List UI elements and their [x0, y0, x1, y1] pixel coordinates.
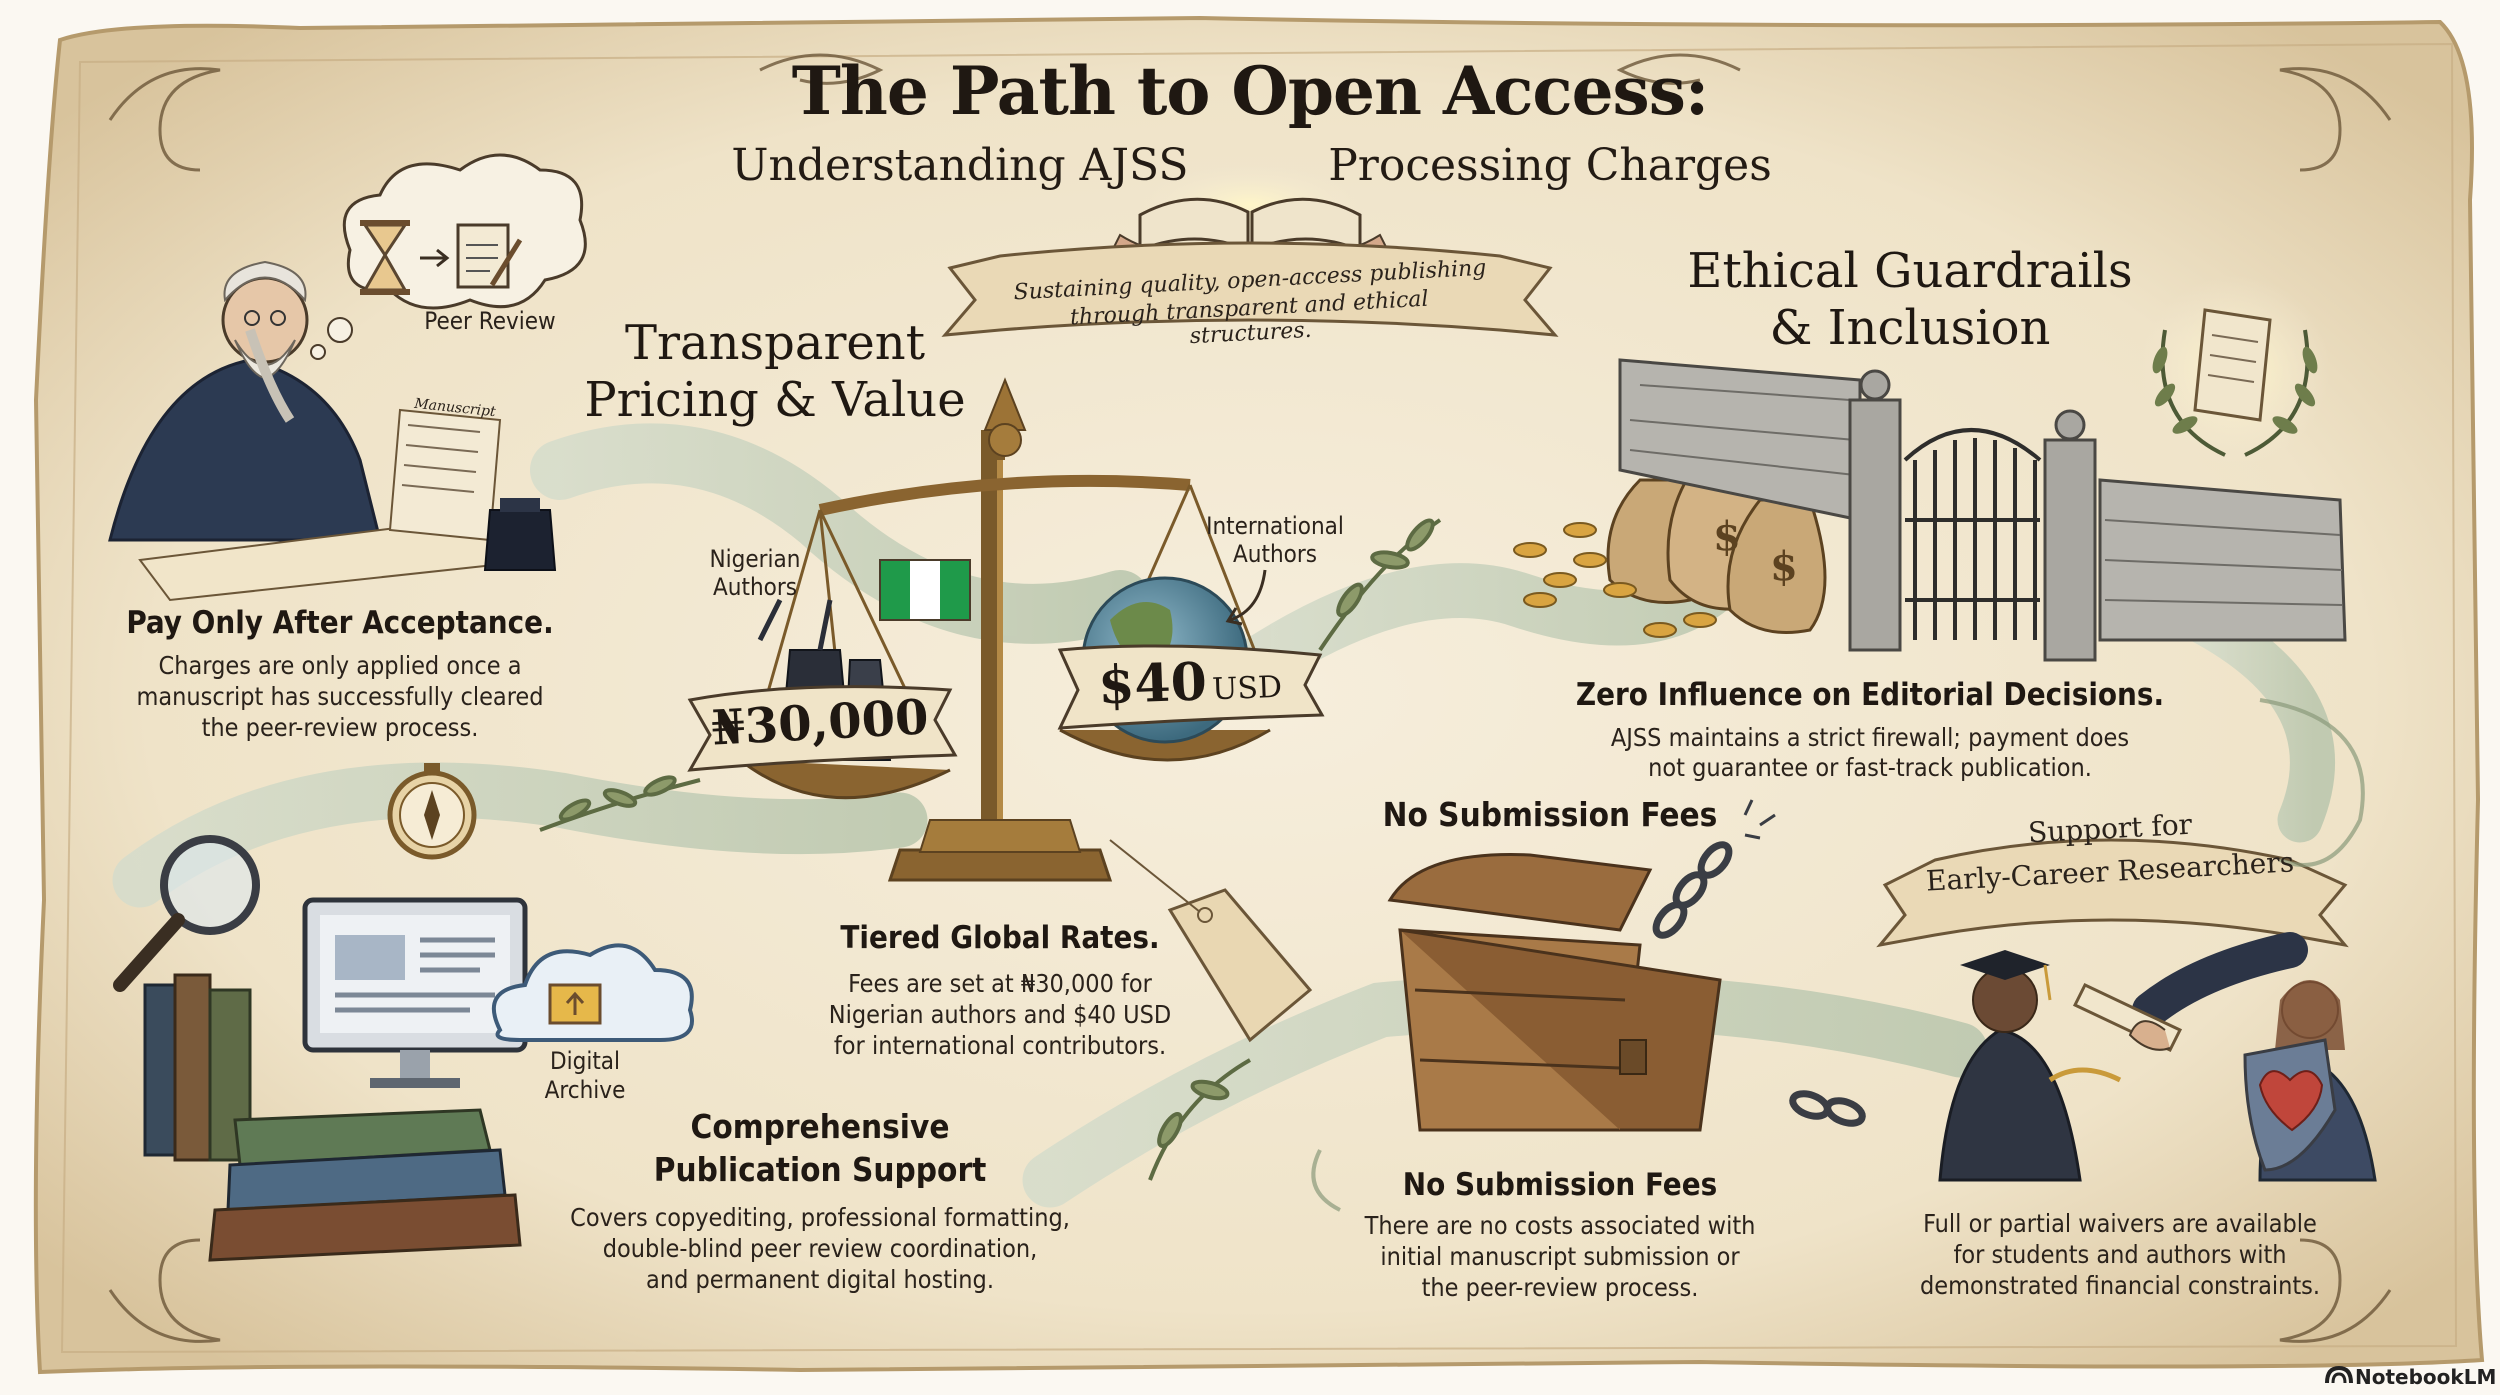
scholar-illustration — [108, 260, 544, 602]
block-heading: Tiered Global Rates. — [840, 920, 1160, 956]
usd-unit: USD — [1211, 669, 1283, 708]
treasure-chest-icon — [1387, 853, 1722, 1132]
block-heading: Zero Influence on Editorial Decisions. — [1575, 677, 2165, 713]
compass-icon — [387, 763, 477, 860]
block-line: manuscript has successfully cleared — [136, 682, 544, 711]
page-title: The Path to Open Access: — [791, 52, 1709, 130]
usd-amount: $40 — [1097, 651, 1208, 717]
international-authors-label: International — [1206, 512, 1344, 540]
block-line: There are no costs associated with — [1364, 1211, 1756, 1240]
usd-price: $40 USD — [1074, 648, 1306, 717]
digital-archive-label: Digital — [549, 1047, 621, 1075]
scroll-icon — [2193, 308, 2272, 422]
block-heading: Comprehensive — [690, 1107, 950, 1146]
usd-price-banner — [1057, 644, 1325, 730]
scales-of-justice-icon — [739, 377, 1272, 882]
ngn-price-banner — [687, 685, 958, 772]
cloud-folder-icon — [491, 943, 694, 1042]
nigerian-authors-label-2: Authors — [713, 573, 797, 601]
block-line: for students and authors with — [1953, 1240, 2287, 1269]
iron-gate-icon — [1903, 428, 2042, 640]
block-line: and permanent digital hosting. — [646, 1265, 994, 1294]
arrow-right-icon — [420, 248, 450, 268]
block-line: Full or partial waivers are available — [1923, 1209, 2317, 1238]
hourglass-icon — [360, 220, 410, 295]
notebooklm-logo-icon — [2325, 1365, 2353, 1384]
block-line: demonstrated financial constraints. — [1919, 1271, 2321, 1300]
section-title-line-1: Ethical Guardrails — [1687, 243, 2133, 299]
magnifying-glass-icon — [113, 835, 260, 992]
support-banner — [1876, 838, 2349, 948]
block-heading: No Submission Fees — [1402, 1167, 1718, 1203]
curved-arrow-icon — [1225, 569, 1267, 626]
nigeria-flag-icon — [879, 559, 971, 621]
heart-shield-figure-icon — [2243, 980, 2377, 1182]
swirl-flourish-icon — [1311, 698, 2365, 1212]
block-line: Nigerian authors and $40 USD — [828, 1000, 1172, 1029]
block-heading-2: Publication Support — [653, 1150, 987, 1189]
block-line: for international contributors. — [833, 1031, 1167, 1060]
peer-review-label: Peer Review — [424, 307, 556, 335]
money-bags-icon: $ $ — [1606, 458, 1827, 634]
section-title-line-2: & Inclusion — [1769, 300, 2051, 356]
subtitle-left: Understanding AJSS — [731, 140, 1189, 191]
block-line: initial manuscript submission or — [1380, 1242, 1740, 1271]
price-tag-icon — [1109, 839, 1313, 1043]
digital-archive-label-2: Archive — [544, 1076, 626, 1104]
block-line: double-blind peer review coordination, — [602, 1234, 1038, 1263]
brand-label: NotebookLM — [2355, 1365, 2497, 1389]
tagline-banner — [941, 241, 1559, 337]
block-line: AJSS maintains a strict firewall; paymen… — [1610, 723, 2130, 752]
no-submission-fees-title: No Submission Fees — [1382, 795, 1718, 834]
document-edit-icon — [456, 223, 523, 289]
broken-chain-icon — [1652, 799, 1866, 1127]
coins-icon — [1513, 522, 1717, 638]
stone-wall-icon — [1618, 358, 2347, 662]
corner-flourish-icon — [108, 53, 2392, 1343]
diploma-handoff-icon — [2072, 932, 2308, 1052]
ink-pot-icon — [483, 498, 557, 571]
block-line: Covers copyediting, professional formatt… — [570, 1203, 1070, 1232]
block-heading: Pay Only After Acceptance. — [126, 605, 554, 641]
section-title-line-1: Transparent — [624, 315, 926, 371]
nigerian-authors-label: Nigerian — [709, 545, 801, 573]
olive-branch-icon — [539, 518, 1442, 1181]
svg-text:$: $ — [1770, 543, 1798, 590]
block-line: Fees are set at ₦30,000 for — [848, 969, 1152, 998]
block-line: the peer-review process. — [1421, 1273, 1699, 1302]
section-title-line-2: Pricing & Value — [584, 372, 966, 428]
block-line: not guarantee or fast-track publication. — [1648, 753, 2092, 782]
block-line: the peer-review process. — [201, 713, 479, 742]
subtitle-right: Processing Charges — [1328, 140, 1772, 191]
book-stack-icon — [143, 973, 522, 1262]
graduate-figure-icon — [1938, 950, 2122, 1182]
svg-text:$: $ — [1713, 513, 1741, 560]
computer-monitor-icon — [302, 897, 528, 1088]
block-line: Charges are only applied once a — [158, 651, 522, 680]
international-authors-label-2: Authors — [1233, 540, 1317, 568]
